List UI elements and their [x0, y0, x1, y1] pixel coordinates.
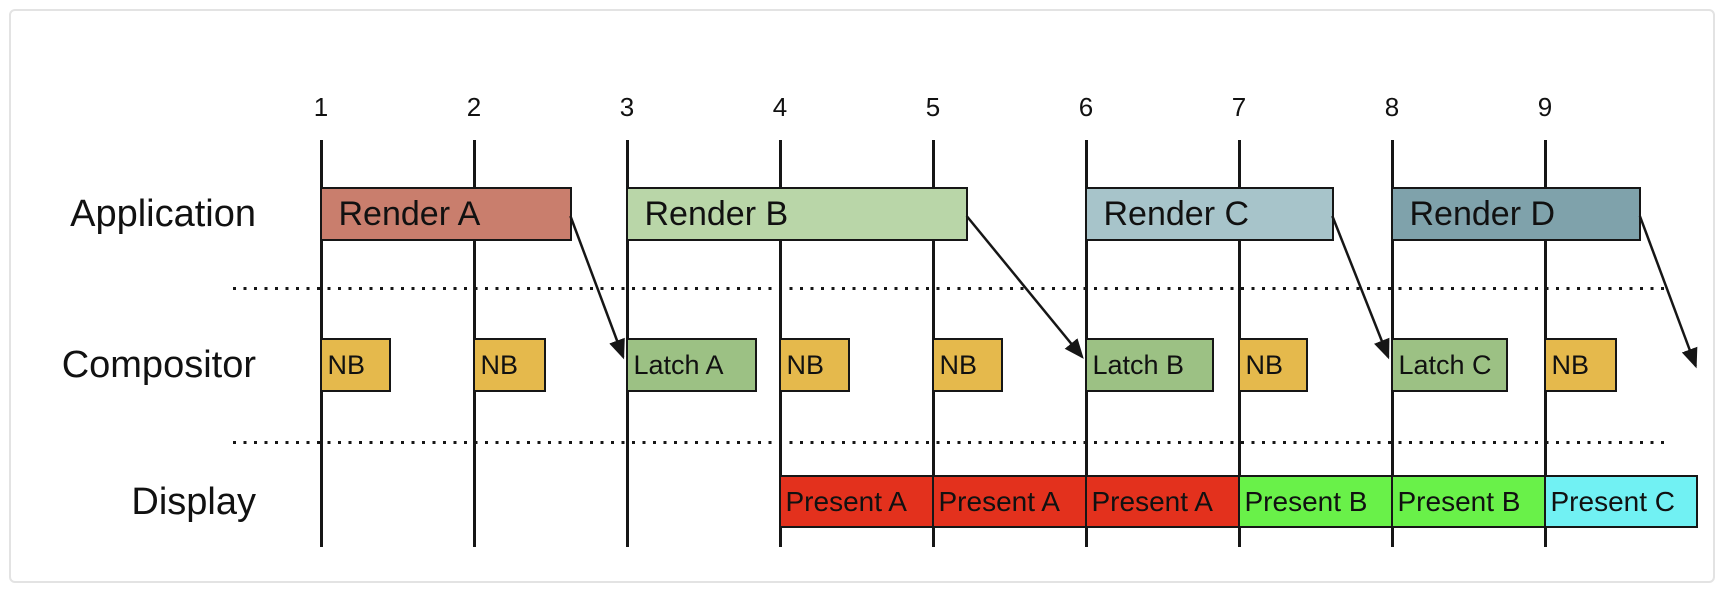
block-render-a: Render A — [319, 187, 572, 241]
block-render-c: Render C — [1084, 187, 1334, 241]
row-label-compositor: Compositor — [61, 344, 256, 386]
block-nb: NB — [778, 338, 851, 392]
row-separator-dotted — [233, 287, 1668, 290]
block-render-b: Render B — [625, 187, 969, 241]
vsync-tick-label-4: 4 — [772, 92, 788, 122]
vsync-tick-label-8: 8 — [1384, 92, 1400, 122]
row-separator-dotted — [233, 441, 1668, 444]
row-label-display: Display — [131, 481, 256, 523]
block-present-a: Present A — [931, 475, 1088, 528]
block-present-a: Present A — [1084, 475, 1241, 528]
block-present-b: Present B — [1237, 475, 1394, 528]
block-latch-b: Latch B — [1084, 338, 1215, 392]
block-latch-c: Latch C — [1390, 338, 1509, 392]
block-nb: NB — [1543, 338, 1617, 392]
vsync-tick-label-9: 9 — [1537, 92, 1553, 122]
vsync-tick-label-6: 6 — [1078, 92, 1094, 122]
vsync-tick-label-2: 2 — [466, 92, 482, 122]
vsync-tick-label-5: 5 — [925, 92, 941, 122]
block-nb: NB — [1237, 338, 1308, 392]
block-present-c: Present C — [1543, 475, 1698, 528]
block-nb: NB — [319, 338, 392, 392]
row-label-application: Application — [70, 193, 256, 235]
block-nb: NB — [931, 338, 1004, 392]
vsync-tick-label-7: 7 — [1231, 92, 1247, 122]
vsync-tick-label-1: 1 — [313, 92, 329, 122]
block-present-a: Present A — [778, 475, 935, 528]
vsync-tick-label-3: 3 — [619, 92, 635, 122]
block-render-d: Render D — [1390, 187, 1642, 241]
block-latch-a: Latch A — [625, 338, 758, 392]
block-nb: NB — [472, 338, 546, 392]
block-present-b: Present B — [1390, 475, 1547, 528]
